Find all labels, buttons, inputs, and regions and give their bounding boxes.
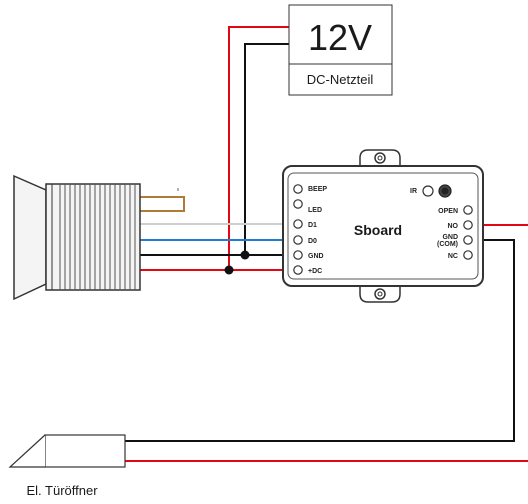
ir-sensor-icon [422, 185, 434, 197]
psu-name-label: DC-Netzteil [307, 72, 374, 87]
psu-box [288, 4, 393, 96]
junction-gnd [240, 250, 250, 260]
psu-red-wire [228, 26, 289, 270]
junction-dc [224, 265, 234, 275]
door-opener-label: El. Türöffner [26, 483, 98, 498]
pin-d0: D0 [308, 238, 317, 245]
pin-no: NO [448, 223, 459, 230]
reader-threads [59, 184, 136, 290]
ir-label: IR [410, 188, 417, 195]
pin-gnd: GND [308, 253, 324, 260]
reader-module [13, 174, 141, 301]
com-black-wire [125, 239, 515, 442]
pin-gnd-com-line2: (COM) [437, 241, 458, 248]
left-terminals [293, 184, 303, 275]
pin-gnd-com-line1: GND [442, 234, 458, 241]
pin-dc: +DC [308, 268, 322, 275]
pin-nc: NC [448, 253, 458, 260]
pin-d1: D1 [308, 222, 317, 229]
controller-board: BEEP LED D1 D0 GND +DC Sboard IR OPEN NO… [282, 149, 484, 303]
psu-black-wire [244, 43, 289, 255]
pin-open: OPEN [438, 208, 458, 215]
pin-beep: BEEP [308, 186, 327, 193]
brand-label: Sboard [354, 222, 402, 238]
door-opener [8, 434, 126, 468]
psu-voltage-label: 12V [308, 17, 372, 58]
reader-tan-wire [140, 196, 185, 212]
right-terminals [463, 205, 473, 260]
pin-led: LED [308, 207, 322, 214]
